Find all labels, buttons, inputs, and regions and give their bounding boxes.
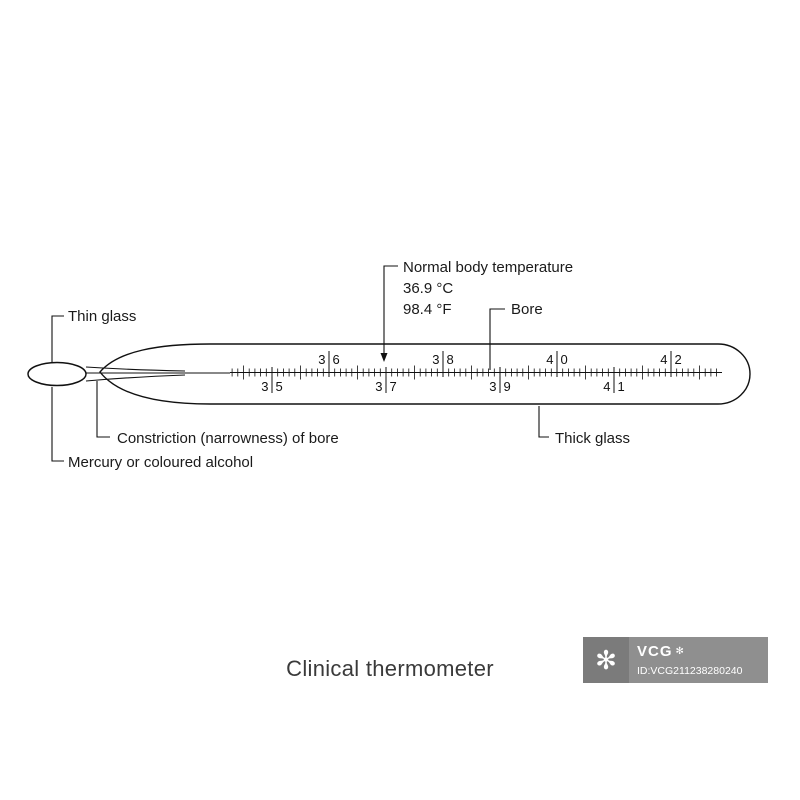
svg-text:3: 3 <box>318 352 325 367</box>
vcg-small-flower-icon: ✻ <box>675 645 684 657</box>
svg-text:4: 4 <box>546 352 553 367</box>
svg-text:8: 8 <box>447 352 454 367</box>
normal-temp-arrowhead <box>380 353 388 362</box>
watermark-top-row: VCG ✻ <box>629 640 768 662</box>
capillary-line <box>86 372 722 374</box>
normal-temp-line2: 36.9 °C <box>403 280 454 297</box>
normal-temp-leader <box>383 265 398 353</box>
thick-glass-leader <box>538 406 549 438</box>
leader-lines <box>51 265 549 462</box>
label-bore: Bore <box>511 301 543 318</box>
vcg-flower-icon: ✻ <box>583 637 629 683</box>
bulb <box>27 361 87 387</box>
mercury-leader <box>51 387 64 462</box>
svg-text:2: 2 <box>675 352 682 367</box>
watermark: ✻ VCG ✻ ID:VCG211238280240 <box>583 637 768 683</box>
label-thin-glass: Thin glass <box>68 308 137 325</box>
watermark-id: ID:VCG211238280240 <box>637 665 743 677</box>
diagram-title: Clinical thermometer <box>286 656 494 681</box>
thin-glass-leader <box>51 315 64 362</box>
watermark-text-area: VCG ✻ ID:VCG211238280240 <box>629 637 768 683</box>
normal-temp-line1: Normal body temperature <box>403 259 574 276</box>
thermometer-body <box>27 343 751 405</box>
normal-temp-line3: 98.4 °F <box>403 301 452 318</box>
svg-text:4: 4 <box>660 352 667 367</box>
svg-text:6: 6 <box>333 352 340 367</box>
vcg-logo-text: VCG <box>637 642 673 660</box>
bore-leader <box>489 308 505 370</box>
svg-text:3: 3 <box>432 352 439 367</box>
svg-text:1: 1 <box>618 379 625 394</box>
svg-text:3: 3 <box>261 379 268 394</box>
label-normal-body-temperature: Normal body temperature 36.9 °C 98.4 °F <box>403 257 573 320</box>
label-thick-glass: Thick glass <box>555 430 631 447</box>
svg-text:3: 3 <box>375 379 382 394</box>
constriction-leader <box>96 381 110 438</box>
svg-text:5: 5 <box>276 379 283 394</box>
svg-text:4: 4 <box>603 379 610 394</box>
svg-text:9: 9 <box>504 379 511 394</box>
label-mercury: Mercury or coloured alcohol <box>68 454 254 471</box>
svg-text:3: 3 <box>489 379 496 394</box>
svg-text:0: 0 <box>561 352 568 367</box>
label-constriction: Constriction (narrowness) of bore <box>117 430 339 447</box>
svg-text:7: 7 <box>390 379 397 394</box>
